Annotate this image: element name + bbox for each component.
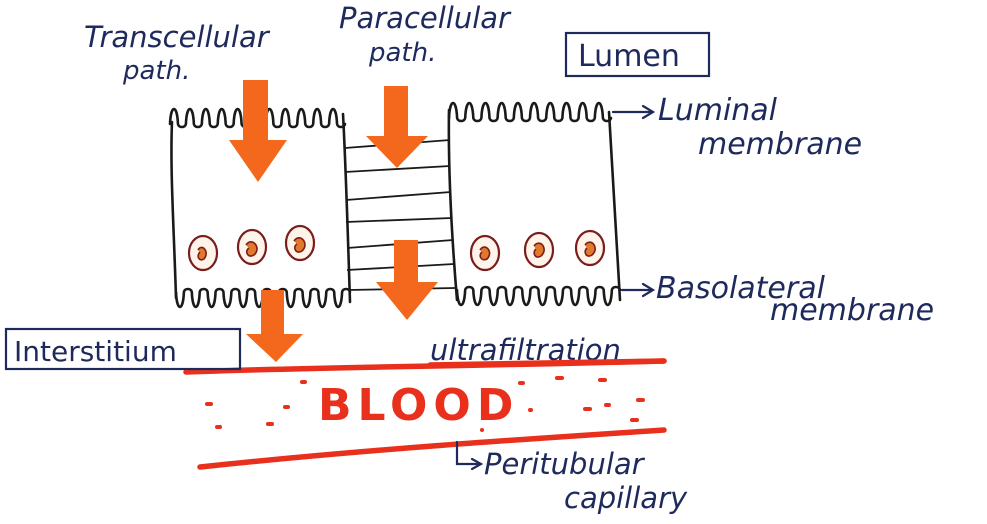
nucleus <box>471 236 499 270</box>
blood-label: BLOOD <box>318 380 519 431</box>
right-epithelial-cell <box>449 103 620 305</box>
nucleus <box>238 230 266 264</box>
left-cell-inner-wall <box>343 114 350 302</box>
nucleus <box>576 231 604 265</box>
paracellular-arrow-top <box>366 86 428 168</box>
right-cell-inner-wall <box>449 110 457 300</box>
transcellular-label-line2: path. <box>122 56 190 86</box>
left-cell-outer-wall <box>171 122 176 298</box>
transcellular-label-line1: Transcellular <box>84 20 271 54</box>
luminal-membrane-line1: Luminal <box>658 93 778 128</box>
transcellular-arrow-top <box>229 80 287 182</box>
paracellular-label-line1: Paracellular <box>339 1 512 35</box>
paracellular-label-line2: path. <box>368 38 436 68</box>
transport-arrows <box>229 80 438 362</box>
luminal-membrane-line2: membrane <box>698 127 862 162</box>
right-cell-luminal-microvilli <box>449 103 611 121</box>
peritubular-capillary-line1: Peritubular <box>484 447 646 481</box>
nucleus <box>189 236 217 270</box>
right-cell-outer-wall <box>609 112 620 300</box>
basolateral-membrane-line2: membrane <box>770 293 934 328</box>
peritubular-capillary-line2: capillary <box>564 481 688 515</box>
nucleus <box>286 226 314 260</box>
nucleus <box>525 233 553 267</box>
right-cell-basolateral-infoldings <box>457 287 620 305</box>
interstitium-label: Interstitium <box>14 335 177 368</box>
lumen-label: Lumen <box>578 39 680 74</box>
paracellular-arrow-bottom <box>376 240 438 320</box>
